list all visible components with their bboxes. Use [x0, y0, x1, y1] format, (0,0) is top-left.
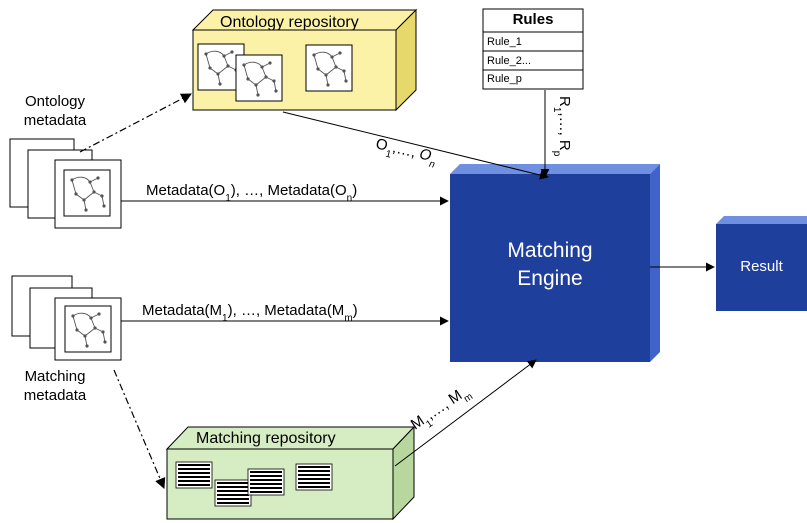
- ontology-repository: [191, 8, 418, 112]
- matching-file-icon: [214, 479, 252, 507]
- metadata-graph-sketch: [63, 169, 111, 217]
- matching-file-icon: [295, 463, 333, 491]
- matching-metadata-label: Matching metadata: [12, 367, 98, 405]
- matching-engine: [450, 164, 660, 362]
- label-rules: R1,…, Rp: [552, 96, 574, 157]
- matching-engine-label-line2: Engine: [517, 267, 583, 290]
- matching-metadata-label-line1: Matching: [24, 368, 86, 385]
- rules-item: Rule_p: [487, 73, 522, 85]
- dashdot-metadata-to-ontology-repo: [79, 93, 192, 153]
- result-box: [716, 216, 807, 311]
- ontology-metadata-docs: [9, 138, 122, 229]
- label-ontology-metadata: Metadata(O1), …, Metadata(On): [146, 182, 357, 204]
- rules-item: Rule_2...: [487, 55, 532, 67]
- matching-engine-label: Matching Engine: [450, 237, 650, 293]
- matching-engine-top: [450, 164, 660, 174]
- ontology-metadata-label: Ontology metadata: [10, 92, 100, 130]
- matching-file-icon: [247, 468, 285, 496]
- rules-title: Rules: [512, 11, 554, 28]
- matching-engine-side: [650, 164, 660, 362]
- arrow-matching-repo-to-engine: [394, 359, 537, 467]
- dashdot-metadata-to-matching-repo: [113, 369, 166, 489]
- label-matchings: M1,…, Mm: [408, 382, 475, 437]
- matching-engine-label-line1: Matching: [507, 239, 593, 262]
- metadata-graph-sketch: [64, 305, 112, 353]
- label-ontologies: O1,…, On: [373, 135, 439, 170]
- ontology-thumbnail: [305, 44, 353, 92]
- matching-engine-front: [450, 174, 650, 362]
- rules-box: [482, 8, 584, 90]
- result-box-front: [716, 224, 807, 311]
- matching-metadata-label-line2: metadata: [23, 387, 87, 404]
- matching-repository-title: Matching repository: [196, 430, 336, 447]
- arrow-ontologies-to-engine: [282, 111, 549, 180]
- ontology-repository-title: Ontology repository: [220, 14, 359, 31]
- matching-repository: [165, 425, 416, 521]
- ontology-thumbnail: [235, 54, 283, 102]
- matching-file-icon: [175, 461, 213, 489]
- result-label: Result: [740, 258, 783, 275]
- result-box-top: [716, 216, 807, 224]
- matching-metadata-docs: [11, 275, 122, 361]
- ontology-metadata-label-line1: Ontology: [24, 93, 86, 110]
- ontology-metadata-label-line2: metadata: [23, 112, 87, 129]
- rules-item: Rule_1: [487, 36, 522, 48]
- label-matching-metadata: Metadata(M1), …, Metadata(Mm): [142, 302, 358, 324]
